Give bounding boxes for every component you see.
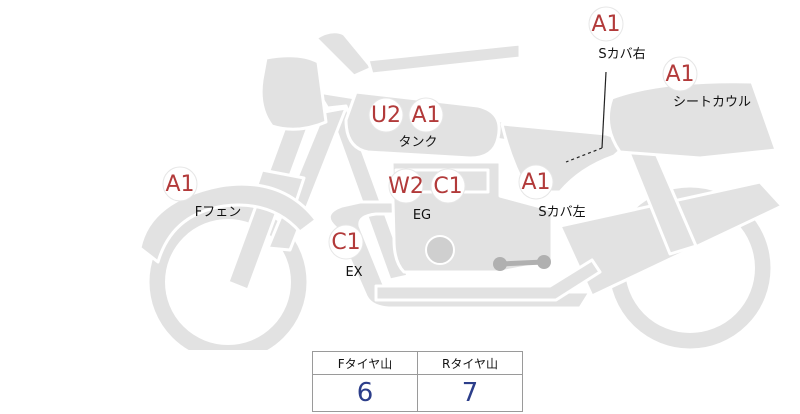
part-label: Fフェン bbox=[195, 205, 241, 220]
seat-cowl-shape bbox=[606, 80, 778, 160]
headlight bbox=[259, 54, 328, 131]
condition-code: A1 bbox=[665, 62, 694, 87]
part-label: シートカウル bbox=[673, 95, 751, 110]
handlebar bbox=[314, 30, 374, 78]
badge-circle bbox=[408, 97, 444, 133]
badge-circle bbox=[588, 6, 624, 42]
badge-circle bbox=[662, 56, 698, 92]
condition-code: C1 bbox=[433, 174, 462, 199]
condition-code: U2 bbox=[371, 103, 401, 128]
condition-code: A1 bbox=[411, 103, 440, 128]
condition-code: A1 bbox=[165, 172, 194, 197]
front-tire-header: Fタイヤ山 bbox=[312, 351, 418, 375]
part-label: タンク bbox=[398, 135, 437, 150]
part-label: Sカバ左 bbox=[538, 205, 585, 220]
front-tire-value: 6 bbox=[312, 374, 418, 412]
part-label: EG bbox=[413, 208, 431, 223]
badge-circle bbox=[162, 166, 198, 202]
condition-code: W2 bbox=[388, 174, 424, 199]
engine-cover bbox=[425, 235, 455, 265]
handlebar-grip bbox=[366, 42, 522, 76]
lower-frame bbox=[374, 258, 602, 302]
badge-circle bbox=[430, 168, 466, 204]
condition-code: A1 bbox=[591, 12, 620, 37]
badge-circle bbox=[388, 168, 424, 204]
rear-tire-value: 7 bbox=[417, 374, 523, 412]
rear-tire-header: Rタイヤ山 bbox=[417, 351, 523, 375]
badge-circle bbox=[368, 97, 404, 133]
badge-circle bbox=[328, 224, 364, 260]
frame-down bbox=[326, 104, 410, 282]
badge-circle bbox=[518, 164, 554, 200]
tire-tread-table: Fタイヤ山 Rタイヤ山 6 7 bbox=[312, 351, 523, 412]
badge-seat-cowl: A1 シートカウル bbox=[662, 56, 751, 110]
condition-code: C1 bbox=[331, 230, 360, 255]
condition-code: A1 bbox=[521, 170, 550, 195]
part-label: Sカバ右 bbox=[598, 47, 645, 62]
part-label: EX bbox=[345, 265, 362, 280]
badge-tank: U2 A1 タンク bbox=[368, 97, 444, 150]
drive-chain bbox=[493, 255, 551, 271]
s-cover-right-callout bbox=[565, 71, 607, 163]
